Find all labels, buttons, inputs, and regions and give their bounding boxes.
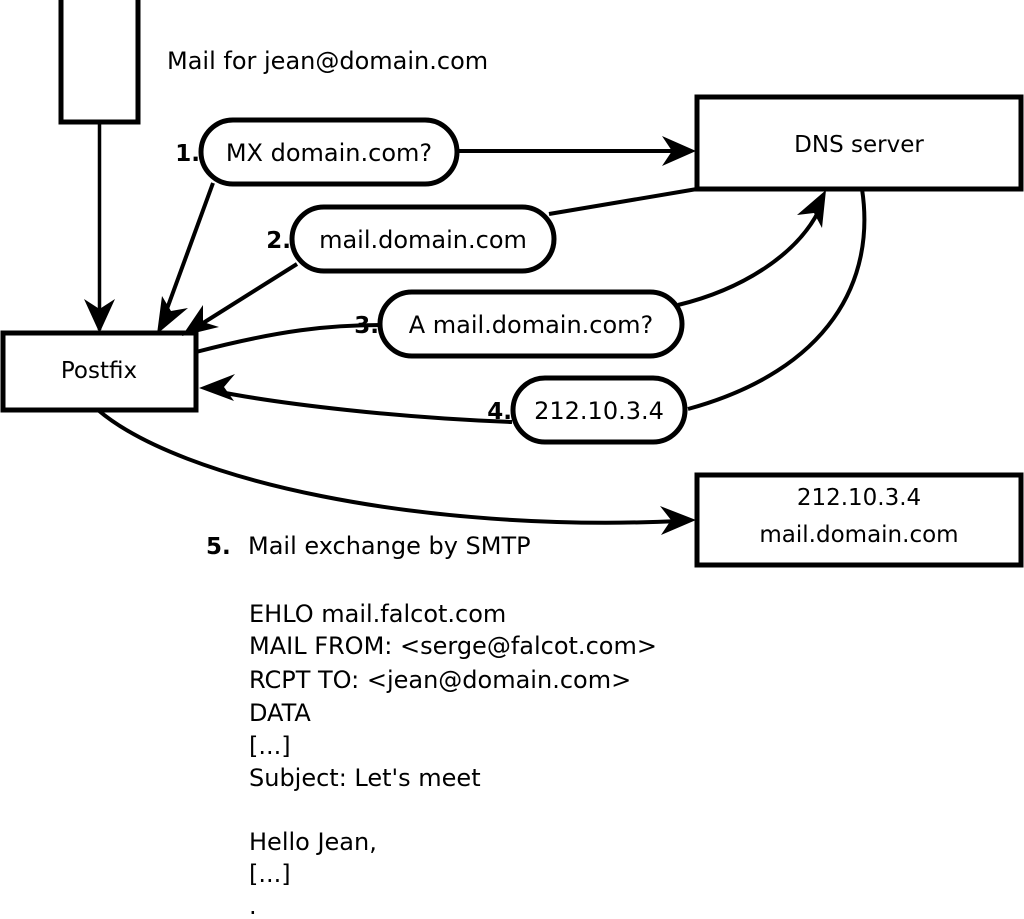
- node-remote-mx-label-line2: mail.domain.com: [759, 522, 958, 548]
- edge-postfix-to-step3: [195, 323, 382, 354]
- bubble-step-4: [510, 375, 688, 445]
- bubble-step-1: [198, 117, 460, 187]
- edge-dns-to-step2: [548, 187, 698, 216]
- step-label-3: A mail.domain.com?: [409, 311, 654, 339]
- transcript-line: EHLO mail.falcot.com: [249, 600, 506, 628]
- transcript-line: [...]: [249, 732, 291, 760]
- arrowhead-step1-to-postfix: [157, 296, 188, 334]
- edge-step4-to-postfix: [214, 389, 513, 424]
- node-dns-label: DNS server: [794, 132, 924, 158]
- smtp-step-number: 5.: [206, 534, 231, 560]
- step-number-3: 3.: [354, 313, 379, 339]
- edge-step3-to-dns: [677, 203, 824, 307]
- smtp-heading: Mail exchange by SMTP: [248, 532, 531, 560]
- node-remote-mx-box: [694, 472, 1024, 568]
- arrowhead-client-to-postfix: [84, 299, 115, 333]
- edge-step2-to-postfix: [190, 262, 299, 332]
- node-dns-box: [694, 94, 1024, 192]
- edge-postfix-to-remote-mx: [96, 408, 681, 525]
- arrowhead-step1-to-dns: [662, 136, 696, 166]
- arrowhead-step2-to-postfix: [182, 305, 219, 336]
- transcript-line: DATA: [249, 699, 311, 727]
- edge-dns-to-step4: [687, 188, 867, 411]
- step-number-1: 1.: [175, 141, 200, 167]
- transcript-line: MAIL FROM: <serge@falcot.com>: [249, 632, 657, 660]
- node-postfix-label: Postfix: [61, 358, 137, 384]
- edge-step1-from-postfix: [158, 182, 215, 329]
- transcript-line: .: [249, 892, 257, 919]
- step-label-2: mail.domain.com: [319, 226, 527, 254]
- node-remote-mx-label-line1: 212.10.3.4: [797, 485, 921, 511]
- bubble-step-2: [289, 204, 557, 274]
- step-number-2: 2.: [266, 228, 291, 254]
- header-note: Mail for jean@domain.com: [167, 47, 488, 75]
- transcript-line: Hello Jean,: [249, 828, 377, 856]
- arrowhead-postfix-to-remote-mx: [660, 506, 696, 535]
- transcript-line: Subject: Let's meet: [249, 764, 481, 792]
- arrowhead-step4-to-postfix: [199, 374, 235, 401]
- step-label-1: MX domain.com?: [226, 139, 432, 167]
- bubble-step-3: [377, 289, 685, 359]
- node-client-box: [58, 0, 141, 125]
- step-number-4: 4.: [487, 399, 512, 425]
- step-label-4: 212.10.3.4: [534, 397, 664, 425]
- transcript-line: RCPT TO: <jean@domain.com>: [249, 666, 631, 694]
- transcript-line: [...]: [249, 860, 291, 888]
- arrowhead-step3-to-dns: [797, 190, 826, 228]
